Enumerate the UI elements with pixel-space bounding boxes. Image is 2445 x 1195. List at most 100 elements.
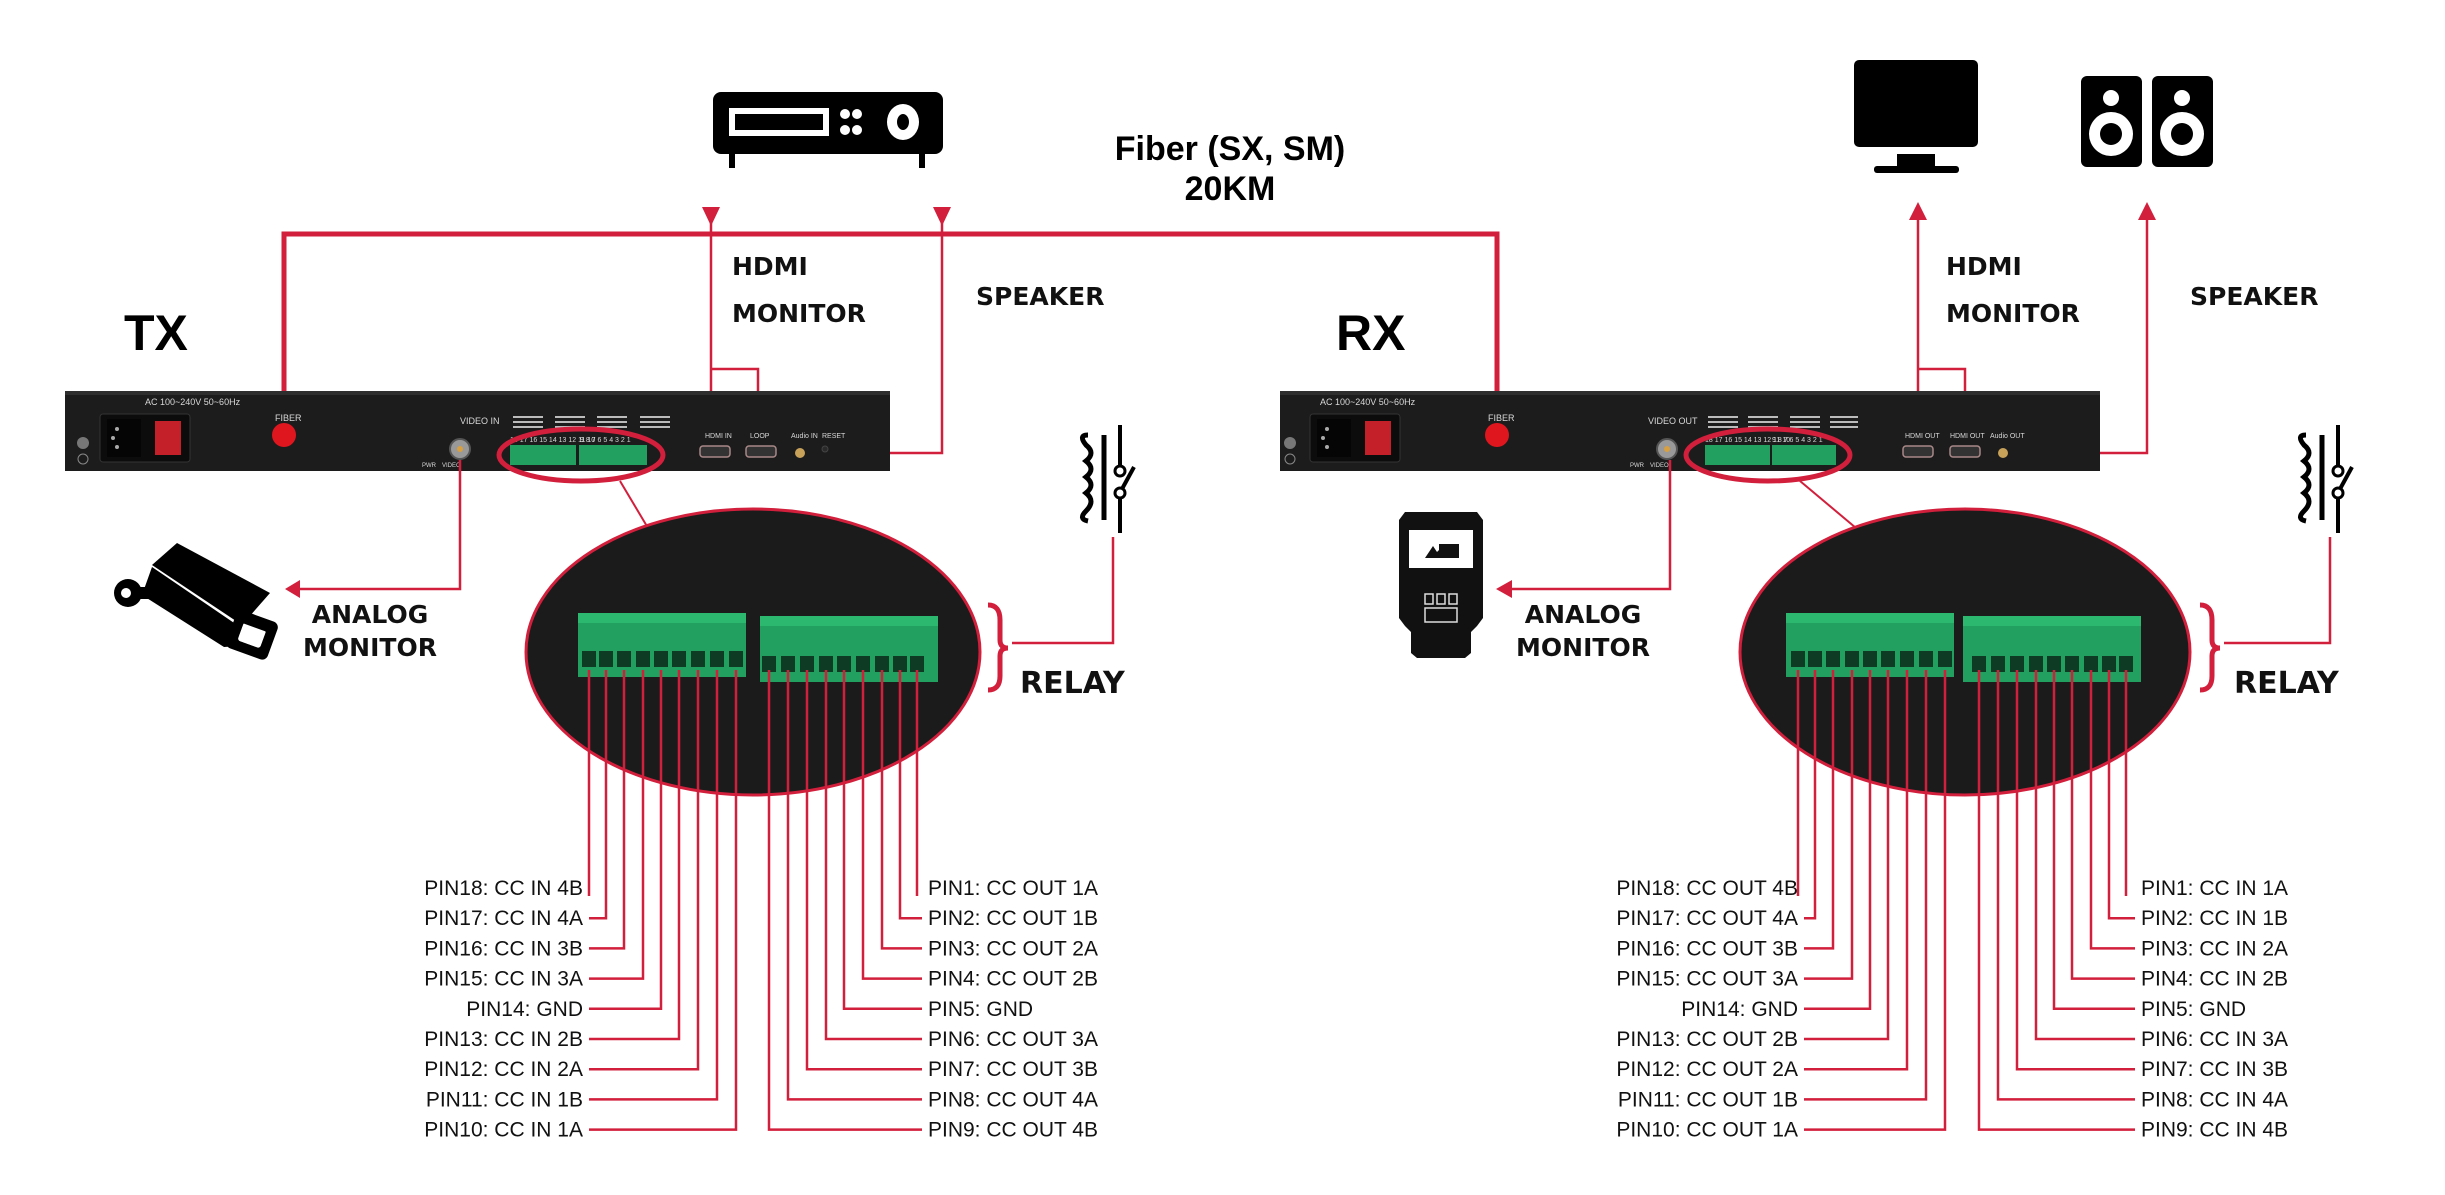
rx-pin-label: PIN2: CC IN 1B xyxy=(2141,907,2288,930)
rx-fiber-port[interactable] xyxy=(1485,423,1509,447)
rx-pin-label: PIN17: CC OUT 4A xyxy=(1616,907,1798,930)
rx-video-label: VIDEO OUT xyxy=(1648,416,1698,426)
tx-pin-leader xyxy=(861,670,922,980)
tx-zoom-slot xyxy=(599,651,613,667)
handheld-monitor-icon xyxy=(1399,512,1483,658)
rx-power-switch[interactable] xyxy=(1365,421,1391,455)
rx-zoom-slot xyxy=(1919,651,1933,667)
rx-zoom-slot xyxy=(1791,651,1805,667)
rx-zoom-slot xyxy=(2047,656,2061,672)
rx-audio-out-jack[interactable] xyxy=(1998,448,2008,458)
tx-reset-button[interactable] xyxy=(821,445,829,453)
tx-pin-label: PIN14: GND xyxy=(466,998,583,1021)
rx-hdmi-out2-port[interactable] xyxy=(1949,445,1981,458)
tx-hdmi-in-label: HDMI IN xyxy=(705,433,732,440)
tx-zoom-slot xyxy=(800,656,814,672)
rx-pin-label: PIN15: CC OUT 3A xyxy=(1616,968,1798,991)
tx-hdmi-in-port[interactable] xyxy=(699,445,731,458)
tx-relay-brace xyxy=(987,602,1009,693)
tx-pin-label: PIN13: CC IN 2B xyxy=(424,1028,583,1051)
tx-audio-in-label: Audio IN xyxy=(791,433,818,440)
rx-monitor-label: MONITOR xyxy=(1946,299,2080,328)
media-player-icon xyxy=(713,92,943,168)
rx-pin-leader xyxy=(2015,670,2135,1071)
tx-pin-label: PIN4: CC OUT 2B xyxy=(928,968,1098,991)
rx-hdmi-out1-port[interactable] xyxy=(1902,445,1934,458)
tx-pin-leader xyxy=(805,670,922,1071)
rx-pin-leader xyxy=(1977,670,2135,1131)
rx-pin-leader xyxy=(2034,670,2135,1041)
rx-pin-leader xyxy=(1804,670,1854,980)
tx-pin-leader xyxy=(842,670,922,1011)
tx-speaker-arrow xyxy=(933,207,951,226)
tx-power-switch[interactable] xyxy=(155,421,181,455)
tx-zoom-slot xyxy=(856,656,870,672)
fiber-label-line1: Fiber (SX, SM) xyxy=(1115,130,1345,168)
rx-pin-label: PIN8: CC IN 4A xyxy=(2141,1088,2288,1111)
rx-hdmi-label: HDMI xyxy=(1946,252,2022,281)
tx-zoom-slot xyxy=(691,651,705,667)
tx-pin-label: PIN2: CC OUT 1B xyxy=(928,907,1098,930)
tx-pin-leader xyxy=(589,670,608,920)
tx-power-label: AC 100~240V 50~60Hz xyxy=(145,397,241,407)
rx-pwr-led-label: PWR xyxy=(1630,463,1645,469)
tx-zoom-slot xyxy=(837,656,851,672)
tx-zoom-slot xyxy=(875,656,889,672)
tx-speaker-label: SPEAKER xyxy=(976,282,1104,311)
rx-video-led-label: VIDEO xyxy=(1650,463,1669,469)
tx-video-label: VIDEO IN xyxy=(460,416,500,426)
rx-pin-label: PIN5: GND xyxy=(2141,998,2246,1021)
tx-terminal-highlight-ring xyxy=(496,426,666,484)
tx-zoom-slot xyxy=(617,651,631,667)
tx-loop-label: LOOP xyxy=(750,433,770,440)
tx-pin-leader xyxy=(589,670,738,1131)
tx-audio-in-jack[interactable] xyxy=(795,448,805,458)
rx-zoom-slot xyxy=(1845,651,1859,667)
rx-power-label: AC 100~240V 50~60Hz xyxy=(1320,397,1416,407)
tx-pin-leader xyxy=(767,670,922,1131)
rx-pin-leader xyxy=(1804,670,1909,1071)
tx-fiber-port[interactable] xyxy=(272,423,296,447)
tx-analog-arrow xyxy=(285,580,300,598)
tx-fiber-port-label: FIBER xyxy=(275,413,302,423)
tx-pin-label: PIN10: CC IN 1A xyxy=(424,1119,583,1142)
rx-terminal-numbers-right: 9 8 7 6 5 4 3 2 1 xyxy=(1772,437,1823,444)
rx-terminal-block-right[interactable] xyxy=(1772,445,1836,465)
rx-hdmi-out2-label: HDMI OUT xyxy=(1950,433,1985,440)
tx-terminal-block-right[interactable] xyxy=(579,445,647,465)
tx-relay-line xyxy=(1012,537,1115,645)
rx-pin-leader xyxy=(2052,670,2135,1011)
rx-terminal-block-left[interactable] xyxy=(1705,445,1770,465)
rx-pin-label: PIN14: GND xyxy=(1681,998,1798,1021)
rx-zoom-slot xyxy=(1972,656,1986,672)
tx-pin-leader xyxy=(589,670,700,1071)
tx-reset-label: RESET xyxy=(822,433,846,440)
tx-analog-label-1: ANALOG xyxy=(312,600,428,629)
rx-zoom-slot xyxy=(2084,656,2098,672)
tx-callout-line xyxy=(619,480,649,529)
tx-pin-leader xyxy=(824,670,922,1041)
rx-pin-leader xyxy=(1996,670,2135,1101)
rx-pin-leader xyxy=(1804,670,1890,1041)
rx-pin-label: PIN1: CC IN 1A xyxy=(2141,877,2288,900)
tx-title: TX xyxy=(124,305,188,361)
rx-pin-label: PIN4: CC IN 2B xyxy=(2141,968,2288,991)
tx-pin-label: PIN18: CC IN 4B xyxy=(424,877,583,900)
tx-video-led-label: VIDEO xyxy=(442,463,461,469)
rx-pin-leader xyxy=(2107,670,2135,920)
monitor-icon xyxy=(1854,60,1978,173)
rx-relay-label: RELAY xyxy=(2234,666,2340,701)
rx-terminal-zoom-blocks xyxy=(1786,613,2141,682)
rx-zoom-slot xyxy=(1881,651,1895,667)
tx-zoom-slot xyxy=(819,656,833,672)
tx-zoom-slot xyxy=(672,651,686,667)
tx-terminal-block-left[interactable] xyxy=(510,445,576,465)
tx-pin-label: PIN3: CC OUT 2A xyxy=(928,937,1098,960)
tx-loop-port[interactable] xyxy=(745,445,777,458)
rx-analog-arrow xyxy=(1496,580,1512,598)
rx-pin-leader xyxy=(1804,670,1835,950)
rx-zoom-slot xyxy=(2010,656,2024,672)
